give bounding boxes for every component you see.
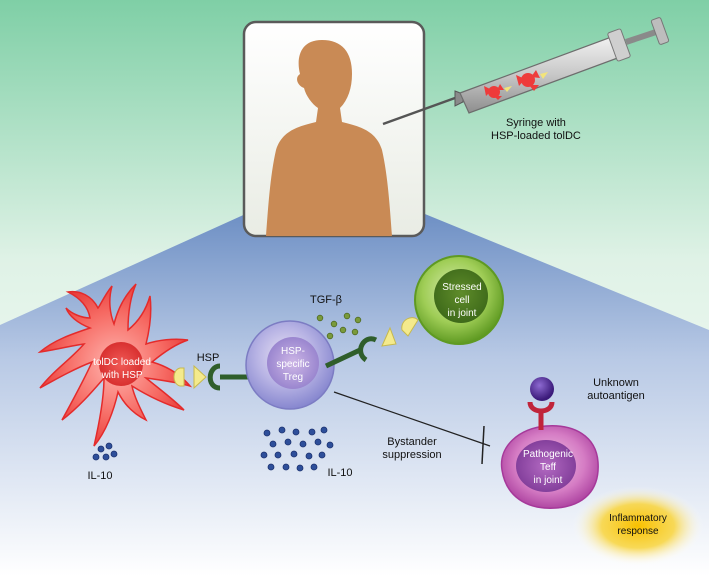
syringe-label: Syringe with HSP-loaded tolDC (491, 117, 581, 142)
tcr-receptor-left (207, 363, 221, 391)
treg-nucleus (267, 337, 319, 389)
toldc-cell (37, 283, 193, 447)
inflammatory-label: Inflammatory response (609, 513, 667, 537)
stressed-nucleus (434, 269, 488, 323)
inflammatory-glow (572, 486, 704, 566)
tcr-receptor-right (358, 336, 378, 363)
hsp-presentation-right (324, 317, 419, 369)
teff-cell (500, 425, 599, 509)
hsp-triangle-right (381, 326, 397, 347)
patient-silhouette (266, 40, 392, 236)
il10-molecules-right (260, 426, 334, 472)
teff-receptor (527, 401, 555, 430)
il10-label-right: IL-10 (327, 467, 353, 479)
bystander-suppression-line (333, 391, 491, 465)
syringe-hsp-1 (504, 86, 512, 92)
stressed-cell (414, 255, 504, 345)
hsp-triangle-left (193, 364, 207, 390)
il10-molecules-left (92, 442, 118, 461)
toldc-label: tolDC loaded with HSP (93, 357, 151, 381)
syringe-cell-1 (484, 84, 504, 100)
treg-label: HSP- specific Treg (276, 346, 310, 383)
tgf-beta-molecules (316, 312, 362, 340)
syringe (382, 17, 670, 126)
teff-label: Pathogenic Teff in joint (522, 449, 574, 486)
syringe-cell-2 (516, 70, 540, 91)
hsp-presentation-left (173, 363, 252, 391)
tgf-beta-label: TGF-β (310, 294, 342, 306)
syringe-hsp-2 (540, 72, 548, 79)
stressed-label: Stressed cell in joint (442, 282, 482, 319)
toldc-nucleus (99, 342, 143, 386)
treg-cell (245, 320, 335, 410)
il10-label-left: IL-10 (87, 470, 113, 482)
hsp-label: HSP (196, 352, 220, 364)
bystander-label: Bystander suppression (382, 436, 442, 461)
unknown-autoantigen-sphere (530, 377, 554, 401)
teff-nucleus (516, 440, 576, 492)
unknown-autoantigen-label: Unknown autoantigen (587, 377, 645, 402)
